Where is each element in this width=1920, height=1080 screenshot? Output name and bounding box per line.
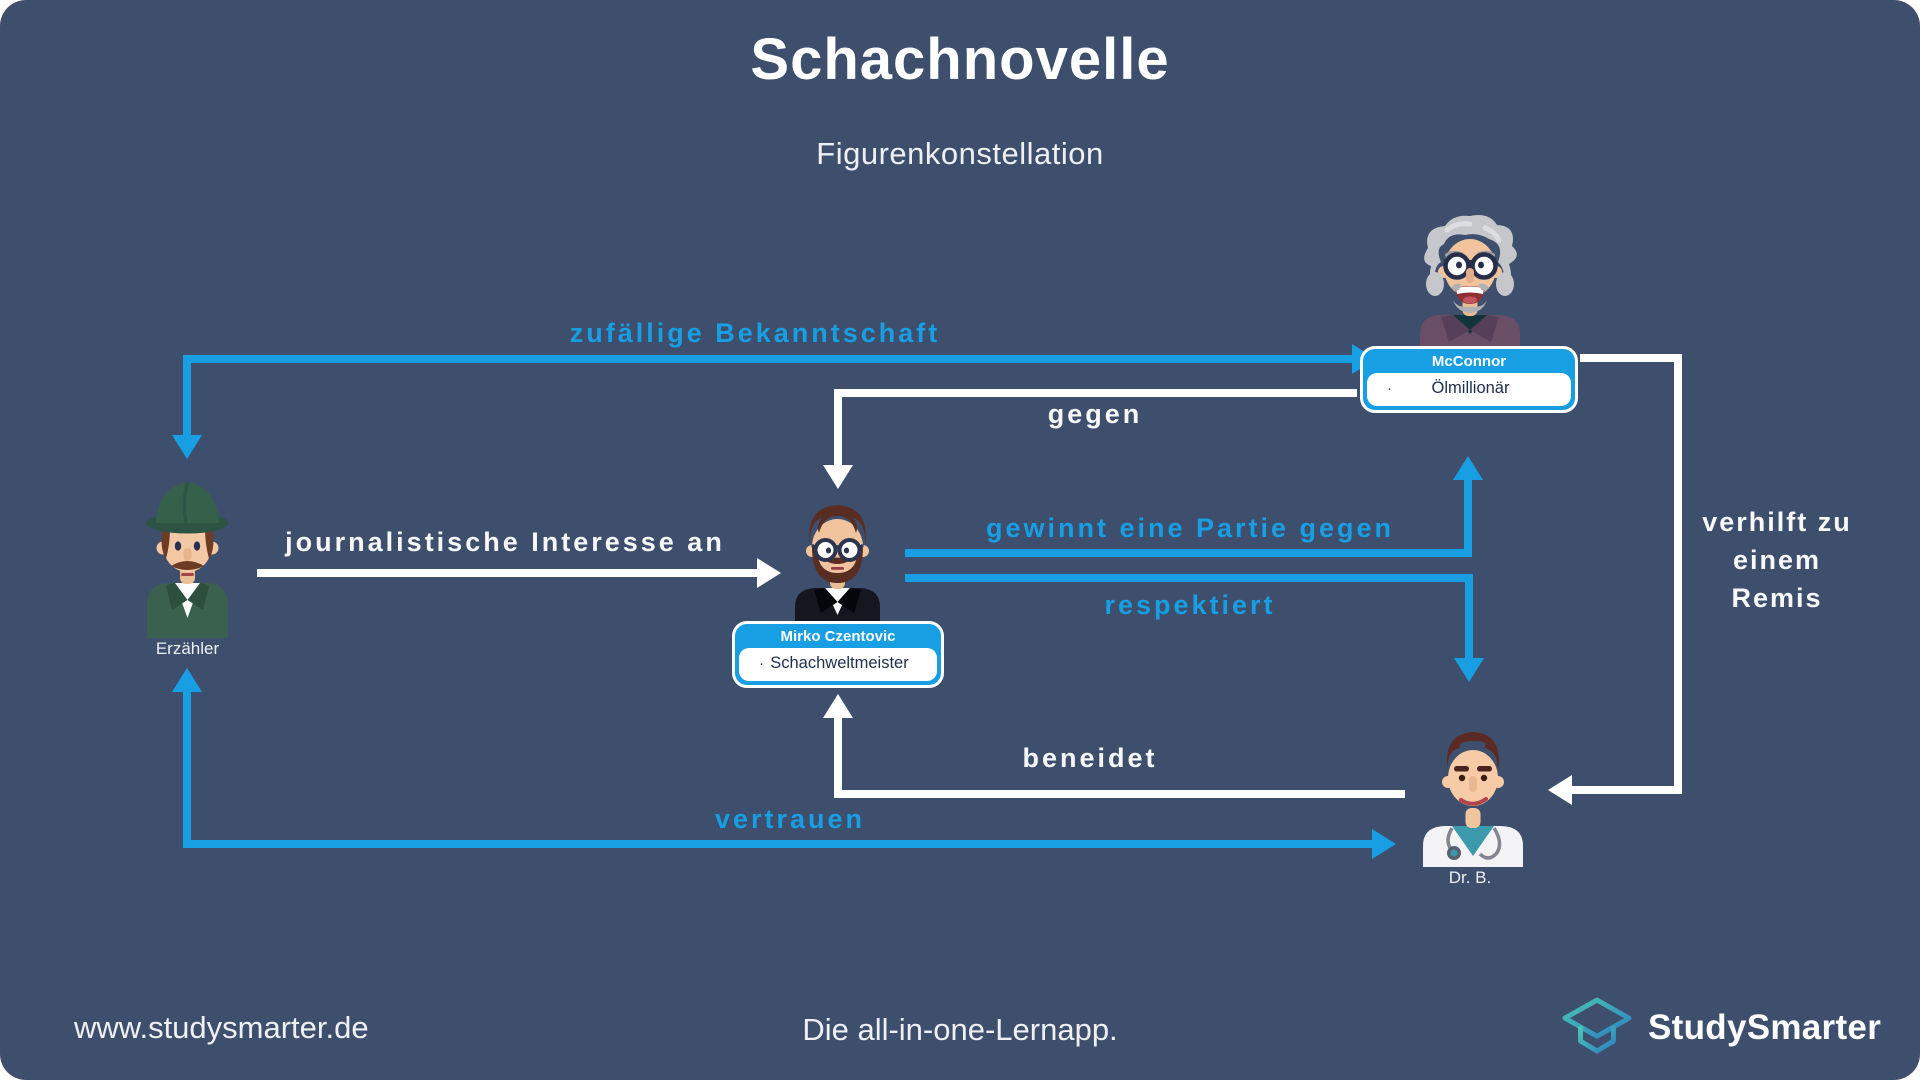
brand-name: StudySmarter [1648, 1008, 1882, 1047]
line-segment [1580, 354, 1682, 362]
relation-label: gewinnt eine Partie gegen [985, 513, 1395, 543]
character-name-dr-b: Dr. B. [1448, 868, 1492, 887]
narrator-illustration-icon [146, 481, 229, 638]
arrowhead-left-icon [1548, 775, 1572, 805]
line-segment [905, 574, 1473, 582]
arrowhead-right-icon [1372, 829, 1396, 859]
line-segment [834, 389, 1357, 397]
line-segment [834, 389, 842, 465]
page-subtitle: Figurenkonstellation [816, 136, 1104, 171]
brand-lockup: StudySmarter [1560, 994, 1881, 1062]
card-body: · Ölmillionär [1367, 373, 1571, 406]
card-body: · Schachweltmeister [739, 648, 937, 681]
bullet-icon: · [1387, 380, 1392, 397]
bullet-icon: · [759, 655, 764, 672]
line-segment [905, 549, 1472, 557]
footer-website: www.studysmarter.de [74, 1010, 369, 1045]
character-card-mirko-czentovic: Mirko Czentovic · Schachweltmeister [732, 621, 944, 688]
arrowhead-up-icon [1453, 456, 1483, 480]
studysmarter-logo-icon [1562, 997, 1632, 1054]
doctor-illustration-icon [1423, 732, 1523, 867]
line-segment [1464, 480, 1472, 557]
line-segment [834, 718, 842, 798]
character-name-mcconnor: McConnor [1431, 353, 1507, 370]
relation-label: beneidet [1022, 743, 1158, 773]
arrowhead-down-icon [172, 435, 202, 459]
oil-millionaire-illustration-icon [1420, 215, 1520, 350]
relation-label: journalistische Interesse an [285, 527, 725, 557]
line-segment [183, 355, 191, 435]
page-title: Schachnovelle [750, 27, 1170, 92]
footer-tagline: Die all-in-one-Lernapp. [802, 1012, 1118, 1047]
chess-champion-illustration-icon [795, 505, 880, 625]
line-segment [834, 790, 1405, 798]
character-name-mirko-czentovic: Mirko Czentovic [780, 628, 896, 645]
arrowhead-down-icon [823, 465, 853, 489]
line-segment [183, 355, 1352, 363]
mirko-czentovic-avatar [785, 495, 890, 625]
line-segment [1572, 786, 1682, 794]
arrowhead-right-icon [757, 558, 781, 588]
character-card-mcconnor: McConnor · Ölmillionär [1360, 346, 1578, 413]
arrowhead-up-icon [823, 694, 853, 718]
relation-label: respektiert [1104, 590, 1276, 620]
relation-label: vertrauen [714, 804, 866, 834]
arrowhead-up-icon [172, 668, 202, 692]
relation-label: verhilft zu einem Remis [1702, 507, 1852, 613]
line-segment [183, 692, 191, 848]
line-segment [257, 569, 757, 577]
line-segment [1465, 574, 1473, 658]
line-segment [183, 840, 1372, 848]
line-segment [1674, 354, 1682, 794]
character-role-mcconnor: Ölmillionär [1431, 379, 1510, 397]
mcconnor-avatar [1395, 208, 1545, 350]
relation-label: zufällige Bekanntschaft [569, 318, 941, 348]
dr-b-avatar [1408, 722, 1538, 867]
arrowhead-down-icon [1454, 658, 1484, 682]
erzaehler-avatar [135, 466, 240, 638]
character-name-erzaehler: Erzähler [155, 639, 220, 658]
relation-label: gegen [1047, 399, 1143, 429]
character-role-mirko-czentovic: Schachweltmeister [770, 654, 909, 672]
